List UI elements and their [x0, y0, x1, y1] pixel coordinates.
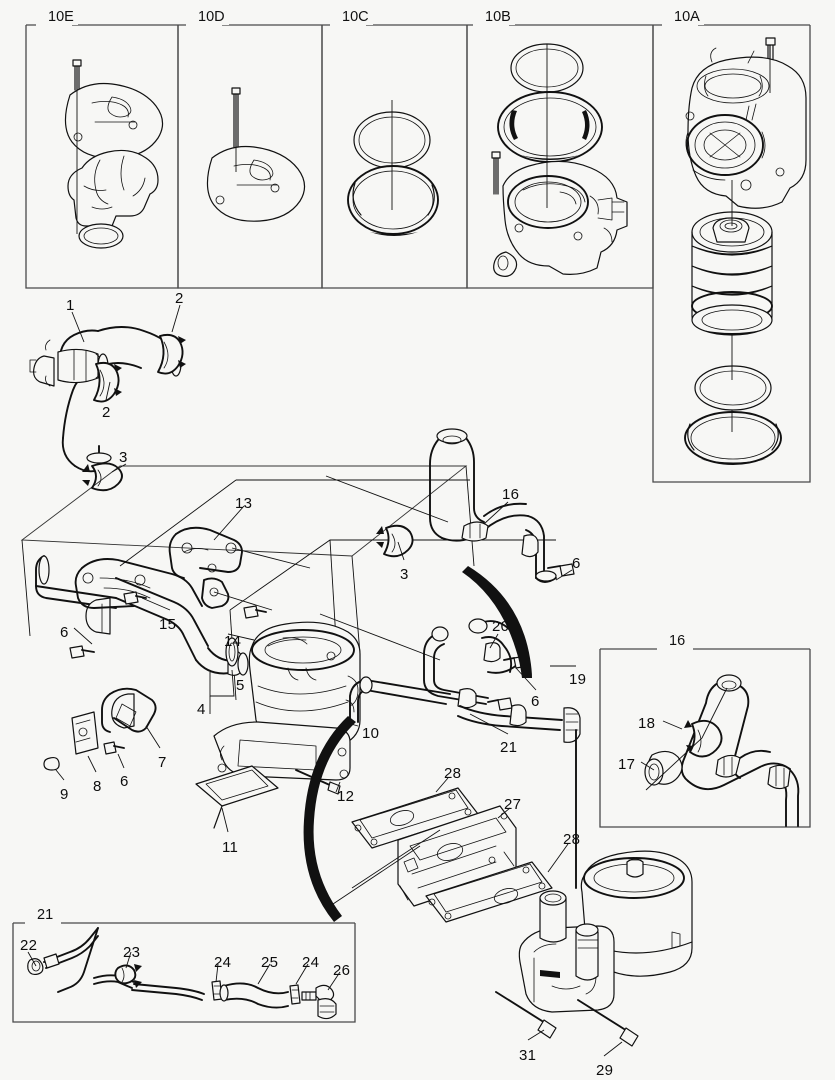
panel-label-10e: 10E — [44, 10, 78, 25]
callout-31-27: 31 — [519, 1047, 537, 1064]
callout-25-34: 25 — [261, 954, 279, 971]
callout-22-31: 22 — [20, 937, 38, 954]
callout-9-20: 9 — [60, 786, 69, 803]
callout-13-4: 13 — [235, 495, 253, 512]
callout-29-28: 29 — [596, 1062, 614, 1079]
callout-17-30: 17 — [618, 756, 636, 773]
panel-label-10a: 10A — [670, 10, 704, 25]
callout-3-3: 3 — [119, 449, 128, 466]
valve-cover-gaskets — [329, 777, 569, 923]
callout-10-21: 10 — [362, 725, 380, 742]
callout-6-18: 6 — [120, 773, 129, 790]
panel-label-10d: 10D — [194, 10, 229, 25]
callout-12-23: 12 — [337, 788, 355, 805]
inset-label-21: 21 — [33, 908, 58, 923]
callout-2-2: 2 — [102, 404, 111, 421]
coolant-hose-group — [303, 428, 581, 922]
callout-26-36: 26 — [333, 962, 351, 979]
panel-label-10b: 10B — [481, 10, 515, 25]
callout-24-35: 24 — [302, 954, 320, 971]
callout-28-24: 28 — [444, 765, 462, 782]
callout-4-16: 4 — [197, 701, 206, 718]
callout-5-15: 5 — [236, 677, 245, 694]
callout-6-12: 6 — [60, 624, 69, 641]
oil-module-assembly — [20, 465, 556, 833]
panel-10b-art — [491, 43, 628, 277]
callout-6-10: 6 — [531, 693, 540, 710]
inset-label-16: 16 — [665, 634, 690, 649]
panel-frames — [12, 24, 811, 1023]
panel-label-10c: 10C — [338, 10, 373, 25]
callout-28-26: 28 — [563, 831, 581, 848]
panel-10e-art — [64, 59, 164, 249]
panel-10c-art — [347, 100, 439, 236]
callout-15-13: 15 — [159, 616, 177, 633]
panel-10a-art — [684, 37, 807, 465]
callout-2-1: 2 — [175, 290, 184, 307]
callout-19-9: 19 — [569, 671, 587, 688]
oil-filter-housing — [495, 840, 693, 1057]
callout-16-6: 16 — [502, 486, 520, 503]
inset-16-art — [640, 674, 800, 827]
callout-7-17: 7 — [158, 754, 167, 771]
callout-23-32: 23 — [123, 944, 141, 961]
panel-10d-art — [206, 87, 306, 222]
callout-20-8: 20 — [492, 618, 510, 635]
callout-3-5: 3 — [400, 566, 409, 583]
callout-11-22: 11 — [222, 839, 239, 856]
callout-18-29: 18 — [638, 715, 656, 732]
callout-27-25: 27 — [504, 796, 522, 813]
callout-14-14: 14 — [224, 633, 242, 650]
callout-8-19: 8 — [93, 778, 102, 795]
callout-6-7: 6 — [572, 555, 581, 572]
inset-21-art — [27, 927, 341, 1020]
callout-1-0: 1 — [66, 297, 75, 314]
callout-24-33: 24 — [214, 954, 232, 971]
callout-21-11: 21 — [500, 739, 518, 756]
intake-hose-assembly — [29, 304, 186, 492]
